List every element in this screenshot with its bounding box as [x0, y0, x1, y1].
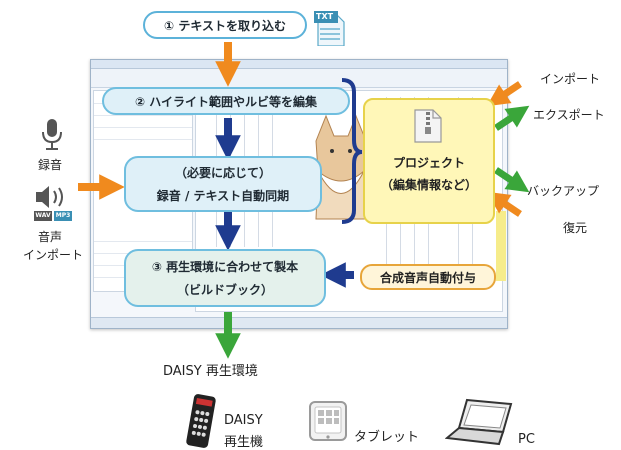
device-daisy-line1: DAISY: [224, 413, 263, 428]
daisy-environment-title: DAISY 再生環境: [163, 364, 258, 379]
text-highlight: [496, 211, 506, 281]
zip-file-icon: [414, 109, 442, 143]
import-label: インポート: [540, 72, 601, 86]
microphone-icon: [42, 119, 62, 150]
audio-import-line1: 音声: [38, 230, 63, 244]
txt-label: TXT: [316, 12, 334, 21]
arrow-import-right: [486, 81, 522, 107]
arrow-backup-right: [494, 167, 530, 193]
project-line2: （編集情報など）: [380, 178, 477, 192]
device-daisy-line2: 再生機: [224, 435, 264, 450]
tablet-icon: [309, 401, 347, 441]
wav-badge: WAV: [34, 211, 52, 221]
arrow-restore-right: [486, 191, 522, 217]
step1-label: ① テキストを取り込む: [164, 18, 286, 33]
recording-label: 録音: [38, 158, 63, 172]
arrow-export-right: [494, 105, 530, 131]
step3-build-book: ③ 再生環境に合わせて製本 （ビルドブック）: [124, 249, 326, 307]
backup-label: バックアップ: [527, 184, 600, 198]
device-pc-label: PC: [518, 432, 535, 447]
tts-label: 合成音声自動付与: [379, 270, 476, 285]
recording-line1: （必要に応じて）: [174, 166, 271, 180]
mp3-badge: MP3: [54, 211, 72, 221]
speaker-icon: [36, 186, 63, 208]
step3-line1: ③ 再生環境に合わせて製本: [151, 260, 299, 274]
audio-import-line2: インポート: [23, 248, 84, 262]
restore-label: 復元: [563, 221, 588, 235]
status-bar: [91, 317, 507, 328]
project-bracket: [341, 78, 363, 224]
device-tablet-label: タブレット: [354, 430, 420, 445]
step2-edit-highlight: ② ハイライト範囲やルビ等を編集: [102, 87, 350, 115]
step3-line2: （ビルドブック）: [176, 283, 273, 297]
project-box: プロジェクト （編集情報など）: [363, 98, 495, 224]
recording-sync-box: （必要に応じて） 録音 / テキスト自動同期: [124, 156, 322, 212]
tts-auto-assign: 合成音声自動付与: [360, 264, 496, 290]
step1-import-text: ① テキストを取り込む: [143, 11, 307, 39]
daisy-player-icon: [186, 394, 216, 448]
laptop-icon: [445, 398, 513, 446]
window-titlebar: [91, 60, 507, 69]
recording-line2: 録音 / テキスト自動同期: [156, 189, 290, 203]
project-line1: プロジェクト: [392, 156, 465, 170]
txt-file-icon: TXT: [314, 8, 346, 47]
export-label: エクスポート: [533, 108, 605, 122]
step2-label: ② ハイライト範囲やルビ等を編集: [134, 94, 318, 109]
